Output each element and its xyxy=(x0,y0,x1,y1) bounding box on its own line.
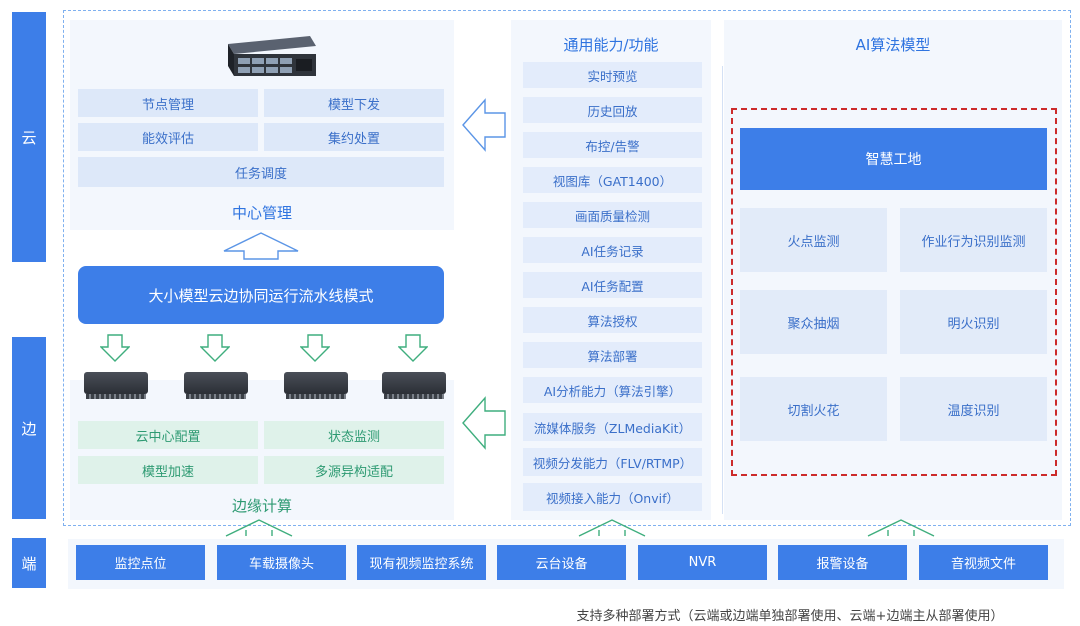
ai-card-fire: 火点监测 xyxy=(740,208,887,272)
up-arrow-icon xyxy=(867,519,935,537)
column-divider xyxy=(722,66,723,514)
edge-title: 边缘计算 xyxy=(231,497,292,515)
capability-item: 视频接入能力（Onvif） xyxy=(523,483,702,511)
capability-item: 视频分发能力（FLV/RTMP） xyxy=(523,448,702,476)
layer-end: 端 xyxy=(12,538,46,588)
up-arrow-icon xyxy=(578,519,646,537)
layer-cloud-label: 云 xyxy=(21,128,37,147)
capability-item: 算法部署 xyxy=(523,342,702,368)
ai-card-behavior: 作业行为识别监测 xyxy=(900,208,1047,272)
left-arrow-icon xyxy=(462,396,506,450)
source-existing-system: 现有视频监控系统 xyxy=(357,545,486,580)
source-vehicle-camera: 车载摄像头 xyxy=(217,545,346,580)
left-arrow-icon xyxy=(462,98,506,152)
up-arrow-icon xyxy=(225,519,293,537)
capability-item: 流媒体服务（ZLMediaKit） xyxy=(523,413,702,441)
pipeline-bar: 大小模型云边协同运行流水线模式 xyxy=(78,266,444,324)
down-arrow-icon xyxy=(300,334,330,362)
outer-frame xyxy=(63,10,1071,526)
edge-device-icon xyxy=(284,368,348,402)
up-arrow-icon xyxy=(223,232,299,260)
capability-item: 视图库（GAT1400） xyxy=(523,167,702,193)
ai-card-smoking: 聚众抽烟 xyxy=(740,290,887,354)
layer-edge: 边 xyxy=(12,337,46,519)
capability-item: 画面质量检测 xyxy=(523,202,702,228)
capability-item: AI分析能力（算法引擎） xyxy=(523,377,702,403)
edge-item-model-accel: 模型加速 xyxy=(78,456,258,484)
center-item-scheduling: 任务调度 xyxy=(78,157,444,187)
edge-item-cloud-config: 云中心配置 xyxy=(78,421,258,449)
footnote: 支持多种部署方式（云端或边端单独部署使用、云端+边端主从部署使用） xyxy=(576,609,1004,624)
capability-item: 布控/告警 xyxy=(523,132,702,158)
ai-highlight-frame xyxy=(731,108,1057,476)
down-arrow-icon xyxy=(398,334,428,362)
source-monitor-point: 监控点位 xyxy=(76,545,205,580)
edge-device-icon xyxy=(84,368,148,402)
center-title: 中心管理 xyxy=(231,204,292,222)
pipeline-label: 大小模型云边协同运行流水线模式 xyxy=(148,286,374,305)
ai-card-temperature: 温度识别 xyxy=(900,377,1047,441)
layer-end-label: 端 xyxy=(21,554,37,573)
edge-device-icon xyxy=(184,368,248,402)
capability-item: 实时预览 xyxy=(523,62,702,88)
center-item-model-dispatch: 模型下发 xyxy=(264,89,444,117)
down-arrow-icon xyxy=(200,334,230,362)
capability-item: AI任务配置 xyxy=(523,272,702,298)
edge-item-multisource: 多源异构适配 xyxy=(264,456,444,484)
source-av-files: 音视频文件 xyxy=(919,545,1048,580)
capability-item: 算法授权 xyxy=(523,307,702,333)
source-ptz-device: 云台设备 xyxy=(497,545,626,580)
general-title: 通用能力/功能 xyxy=(563,36,659,54)
down-arrow-icon xyxy=(100,334,130,362)
layer-cloud: 云 xyxy=(12,12,46,262)
general-panel xyxy=(511,20,711,520)
center-item-disposal: 集约处置 xyxy=(264,123,444,151)
ai-card-flame: 明火识别 xyxy=(900,290,1047,354)
edge-item-status: 状态监测 xyxy=(264,421,444,449)
server-icon xyxy=(228,36,316,76)
center-item-node: 节点管理 xyxy=(78,89,258,117)
ai-title: AI算法模型 xyxy=(855,36,931,54)
layer-edge-label: 边 xyxy=(21,419,37,438)
ai-main-card: 智慧工地 xyxy=(740,128,1047,190)
source-alarm-device: 报警设备 xyxy=(778,545,907,580)
capability-item: AI任务记录 xyxy=(523,237,702,263)
edge-device-icon xyxy=(382,368,446,402)
ai-card-spark: 切割火花 xyxy=(740,377,887,441)
source-nvr: NVR xyxy=(638,545,767,580)
edge-panel xyxy=(70,380,454,520)
center-item-efficiency: 能效评估 xyxy=(78,123,258,151)
capability-item: 历史回放 xyxy=(523,97,702,123)
